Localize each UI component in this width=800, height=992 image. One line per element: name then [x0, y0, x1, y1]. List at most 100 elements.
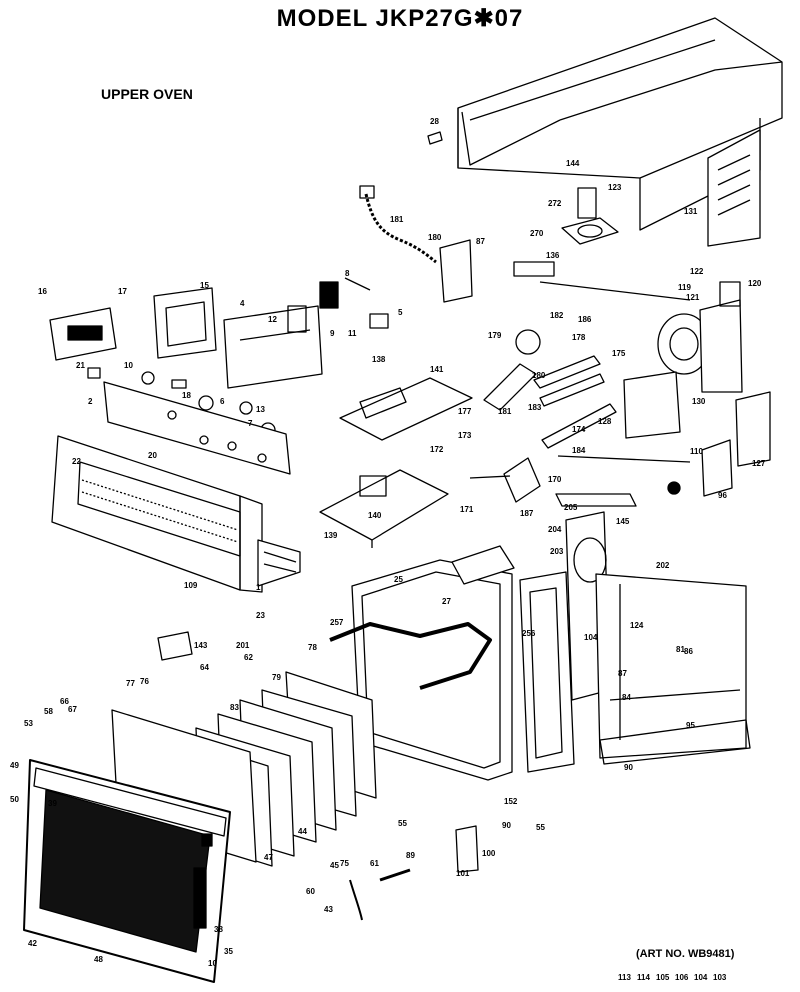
- part-callout-49: 49: [10, 761, 19, 770]
- part-callout-110: 110: [690, 447, 703, 456]
- part-callout-170: 170: [548, 475, 562, 484]
- part-callout-179: 179: [488, 331, 502, 340]
- part-callout-136: 136: [546, 251, 560, 260]
- part-callout-106: 106: [675, 973, 689, 982]
- part-callout-124: 124: [630, 621, 644, 630]
- part-callout-122: 122: [690, 267, 704, 276]
- part-callout-140: 140: [368, 511, 382, 520]
- part-callout-64: 64: [200, 663, 209, 672]
- part-callout-272: 272: [548, 199, 562, 208]
- part-callout-139: 139: [324, 531, 338, 540]
- part-callout-47: 47: [264, 853, 273, 862]
- part-callout-39: 39: [48, 799, 57, 808]
- part-callout-128: 128: [598, 417, 612, 426]
- part-callout-180: 180: [532, 371, 546, 380]
- part-callout-178: 178: [572, 333, 586, 342]
- part-callout-87: 87: [618, 669, 627, 678]
- part-callout-7: 7: [248, 419, 253, 428]
- part-callout-87: 87: [476, 237, 485, 246]
- part-callout-61: 61: [370, 859, 379, 868]
- part-callout-143: 143: [194, 641, 208, 650]
- clock-16: [49, 307, 117, 361]
- part-callout-38: 38: [214, 925, 223, 934]
- part-callout-15: 15: [200, 281, 209, 290]
- part-callout-13: 13: [256, 405, 265, 414]
- part-callout-28: 28: [430, 117, 439, 126]
- part-callout-5: 5: [398, 308, 403, 317]
- part-callout-127: 127: [752, 459, 766, 468]
- part-callout-270: 270: [530, 229, 544, 238]
- pad-62: [157, 631, 193, 661]
- part-callout-101: 101: [456, 869, 470, 878]
- part-callout-187: 187: [520, 509, 534, 518]
- part-callout-22: 22: [72, 457, 81, 466]
- bracket-127: [735, 391, 771, 467]
- part-callout-175: 175: [612, 349, 626, 358]
- part-callout-182: 182: [550, 311, 564, 320]
- part-callout-16: 16: [38, 287, 47, 296]
- part-callout-181: 181: [390, 215, 404, 224]
- part-callout-95: 95: [686, 721, 695, 730]
- bracket-18: [555, 493, 637, 507]
- part-callout-60: 60: [306, 887, 315, 896]
- part-callout-109: 109: [184, 581, 198, 590]
- part-callout-66: 66: [60, 697, 69, 706]
- part-callout-113: 113: [618, 973, 631, 982]
- heater-element: [329, 622, 492, 690]
- part-callout-86: 86: [684, 647, 693, 656]
- bracket-175-180: [533, 355, 605, 407]
- part-callout-83: 83: [230, 703, 239, 712]
- part-callout-79: 79: [272, 673, 281, 682]
- part-callout-202: 202: [656, 561, 670, 570]
- part-callout-55: 55: [536, 823, 545, 832]
- part-callout-18: 18: [182, 391, 191, 400]
- part-callout-114: 114: [637, 973, 650, 982]
- part-callout-48: 48: [94, 955, 103, 964]
- part-callout-171: 171: [460, 505, 474, 514]
- part-callout-2: 2: [88, 397, 93, 406]
- part-callout-184: 184: [572, 446, 586, 455]
- part-callout-20: 20: [148, 451, 157, 460]
- part-callout-84: 84: [622, 693, 631, 702]
- part-callout-141: 141: [430, 365, 444, 374]
- terminal-block-136: [513, 261, 555, 277]
- part-callout-183: 183: [528, 403, 542, 412]
- side-frame-124: [519, 571, 575, 773]
- part-callout-103: 103: [713, 973, 727, 982]
- part-callout-180: 180: [428, 233, 442, 242]
- sensor-272-270: [561, 187, 619, 245]
- part-callout-130: 130: [692, 397, 706, 406]
- bracket-28: [427, 131, 443, 145]
- part-callout-120: 120: [748, 279, 762, 288]
- top-cover: [457, 17, 783, 231]
- part-callout-138: 138: [372, 355, 386, 364]
- part-callout-181: 181: [498, 407, 512, 416]
- part-callout-174: 174: [572, 425, 586, 434]
- part-callout-104: 104: [584, 633, 598, 642]
- block-5: [369, 313, 389, 329]
- part-callout-4: 4: [240, 299, 245, 308]
- housing-96: [701, 439, 733, 497]
- part-callout-145: 145: [616, 517, 630, 526]
- part-callout-27: 27: [442, 597, 451, 606]
- part-callout-104: 104: [694, 973, 708, 982]
- part-callout-43: 43: [324, 905, 333, 914]
- board-87: [439, 239, 473, 303]
- oven-liner: [351, 545, 515, 781]
- part-callout-67: 67: [68, 705, 77, 714]
- box-130: [623, 371, 681, 439]
- part-callout-205: 205: [564, 503, 578, 512]
- side-panel-131: [707, 129, 761, 247]
- part-callout-78: 78: [308, 643, 317, 652]
- part-callout-96: 96: [718, 491, 727, 500]
- part-callout-204: 204: [548, 525, 562, 534]
- part-callout-6: 6: [220, 397, 225, 406]
- part-callout-11: 11: [348, 329, 357, 338]
- part-callout-131: 131: [684, 207, 698, 216]
- part-callout-256: 256: [522, 629, 536, 638]
- part-callout-21: 21: [76, 361, 85, 370]
- part-callout-10: 10: [208, 959, 217, 968]
- rod-184-110: [557, 455, 691, 495]
